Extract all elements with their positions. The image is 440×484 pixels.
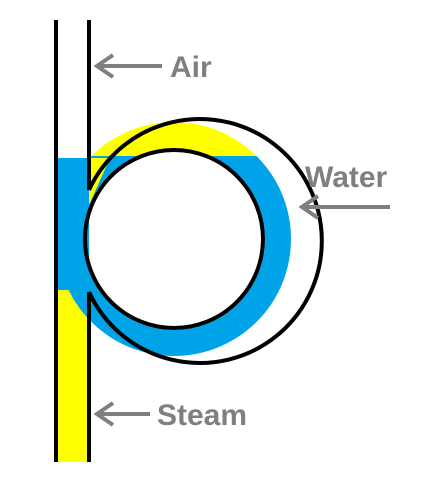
air-callout — [93, 53, 162, 79]
loop-inner-wall — [83, 148, 265, 330]
loop-steam-fill — [91, 122, 257, 156]
outlines — [54, 20, 324, 462]
loop-water-fill — [57, 156, 291, 356]
water-label: Water — [305, 161, 388, 194]
pipe-steam-fill — [56, 290, 89, 462]
water-callout — [298, 194, 390, 220]
water-arrow-head — [298, 194, 320, 220]
steam-arrow-head — [93, 401, 115, 427]
steam-label: Steam — [157, 399, 247, 432]
air-label: Air — [170, 51, 212, 84]
junction-steam-fill — [89, 158, 110, 205]
loop-outer-wall — [87, 117, 324, 365]
air-arrow-head — [93, 53, 115, 79]
steam-callout — [93, 401, 150, 427]
